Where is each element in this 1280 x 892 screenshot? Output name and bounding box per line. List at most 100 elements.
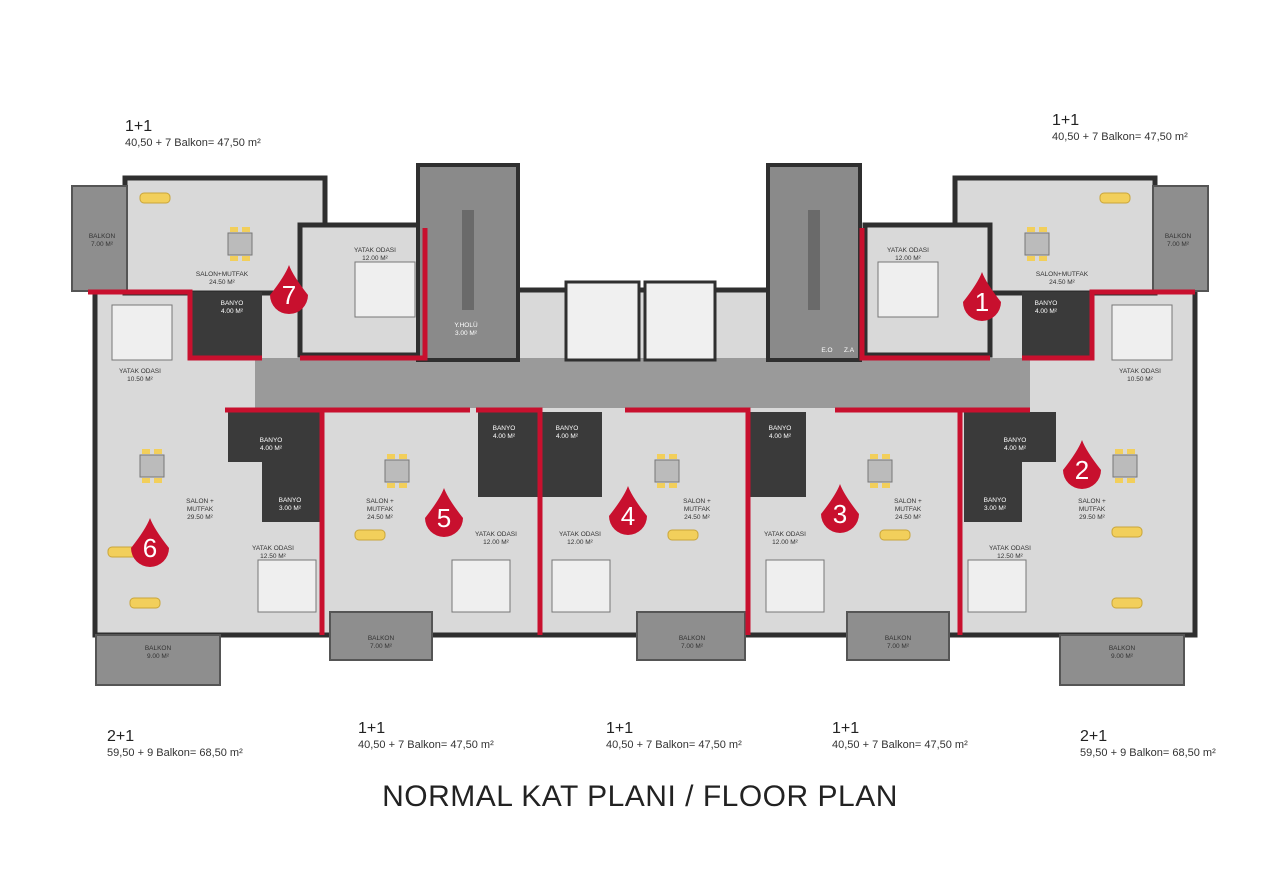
svg-text:10.50 M²: 10.50 M² [127,376,153,383]
svg-text:7.00 M²: 7.00 M² [1167,241,1190,248]
svg-text:4.00 M²: 4.00 M² [1004,445,1027,452]
svg-text:BALKON: BALKON [679,635,706,642]
unit-marker-number: 5 [437,503,451,533]
svg-text:YATAK ODASI: YATAK ODASI [252,545,294,552]
unit-marker-number: 4 [621,501,635,531]
svg-text:12.00 M²: 12.00 M² [895,255,921,262]
unit-dividers [88,228,1195,635]
stairwell-right [766,163,862,362]
page-title: NORMAL KAT PLANI / FLOOR PLAN [382,780,898,813]
unit-label-1: 1+1 40,50 + 7 Balkon= 47,50 m² [1052,112,1188,143]
unit-marker-7: 7 [270,265,308,315]
svg-text:MUTFAK: MUTFAK [684,506,711,513]
svg-text:9.00 M²: 9.00 M² [147,653,170,660]
balcony-unit-2 [1059,634,1185,686]
elevators [564,280,717,362]
unit-marker-number: 6 [143,533,157,563]
bathrooms [192,292,1092,522]
svg-text:BALKON: BALKON [1109,645,1136,652]
svg-text:YATAK ODASI: YATAK ODASI [475,531,517,538]
svg-text:BANYO: BANYO [556,425,579,432]
svg-text:BALKON: BALKON [1165,233,1192,240]
svg-text:YATAK ODASI: YATAK ODASI [989,545,1031,552]
svg-text:YATAK ODASI: YATAK ODASI [119,368,161,375]
svg-text:4.00 M²: 4.00 M² [1035,308,1058,315]
svg-text:MUTFAK: MUTFAK [367,506,394,513]
svg-text:3.00 M²: 3.00 M² [455,330,478,337]
svg-text:24.50 M²: 24.50 M² [895,514,921,521]
svg-text:4.00 M²: 4.00 M² [769,433,792,440]
svg-text:BANYO: BANYO [221,300,244,307]
svg-text:29.50 M²: 29.50 M² [187,514,213,521]
svg-text:7.00 M²: 7.00 M² [887,643,910,650]
unit-marker-3: 3 [821,484,859,533]
balcony-unit-7 [71,185,128,292]
svg-text:7.00 M²: 7.00 M² [370,643,393,650]
unit-marker-5: 5 [425,488,463,537]
svg-text:12.50 M²: 12.50 M² [260,553,286,560]
svg-text:SALON+MUTFAK: SALON+MUTFAK [196,271,249,278]
balcony-unit-6 [95,634,221,686]
svg-text:4.00 M²: 4.00 M² [493,433,516,440]
svg-text:MUTFAK: MUTFAK [187,506,214,513]
svg-text:10.50 M²: 10.50 M² [1127,376,1153,383]
svg-text:24.50 M²: 24.50 M² [367,514,393,521]
svg-text:YATAK ODASI: YATAK ODASI [1119,368,1161,375]
unit-label-4: 1+1 40,50 + 7 Balkon= 47,50 m² [606,720,742,751]
svg-text:BANYO: BANYO [260,437,283,444]
svg-text:9.00 M²: 9.00 M² [1111,653,1134,660]
unit-label-7: 1+1 40,50 + 7 Balkon= 47,50 m² [125,118,261,149]
svg-text:BANYO: BANYO [279,497,302,504]
svg-text:3.00 M²: 3.00 M² [279,505,302,512]
svg-text:SALON +: SALON + [1078,498,1106,505]
svg-text:BANYO: BANYO [1004,437,1027,444]
svg-text:SALON+MUTFAK: SALON+MUTFAK [1036,271,1089,278]
svg-text:12.00 M²: 12.00 M² [483,539,509,546]
svg-text:29.50 M²: 29.50 M² [1079,514,1105,521]
unit-marker-number: 3 [833,499,847,529]
svg-text:7.00 M²: 7.00 M² [91,241,114,248]
svg-text:12.00 M²: 12.00 M² [362,255,388,262]
svg-text:MUTFAK: MUTFAK [895,506,922,513]
svg-text:Z.A: Z.A [844,347,855,354]
room-label: BALKON [89,233,116,240]
svg-text:BANYO: BANYO [493,425,516,432]
svg-text:4.00 M²: 4.00 M² [556,433,579,440]
unit-label-3: 1+1 40,50 + 7 Balkon= 47,50 m² [832,720,968,751]
unit-markers: 1 2 3 4 5 6 7 [131,265,1101,567]
unit-marker-number: 1 [975,287,989,317]
unit-label-6: 2+1 59,50 + 9 Balkon= 68,50 m² [107,728,243,759]
room-labels: BALKON 7.00 M² SALON+MUTFAK 24.50 M² YAT… [89,233,1192,660]
svg-text:12.50 M²: 12.50 M² [997,553,1023,560]
svg-text:Y.HOLÜ: Y.HOLÜ [454,321,478,329]
svg-text:YATAK ODASI: YATAK ODASI [559,531,601,538]
unit-marker-1: 1 [963,272,1001,321]
balcony-unit-4 [636,611,746,661]
svg-text:24.50 M²: 24.50 M² [684,514,710,521]
corridor [255,358,1030,408]
svg-text:4.00 M²: 4.00 M² [260,445,283,452]
svg-text:4.00 M²: 4.00 M² [221,308,244,315]
svg-text:24.50 M²: 24.50 M² [209,279,235,286]
svg-text:SALON +: SALON + [683,498,711,505]
svg-text:7.00 M²: 7.00 M² [681,643,704,650]
svg-text:MUTFAK: MUTFAK [1079,506,1106,513]
svg-text:E.O: E.O [821,347,832,354]
svg-text:12.00 M²: 12.00 M² [567,539,593,546]
svg-text:BALKON: BALKON [885,635,912,642]
svg-text:YATAK ODASI: YATAK ODASI [354,247,396,254]
unit-label-2: 2+1 59,50 + 9 Balkon= 68,50 m² [1080,728,1216,759]
balconies [71,185,1209,686]
balcony-unit-5 [329,611,433,661]
svg-text:24.50 M²: 24.50 M² [1049,279,1075,286]
svg-text:BALKON: BALKON [368,635,395,642]
svg-text:YATAK ODASI: YATAK ODASI [764,531,806,538]
svg-text:3.00 M²: 3.00 M² [984,505,1007,512]
unit-marker-4: 4 [609,486,647,535]
svg-text:BALKON: BALKON [89,233,116,240]
unit-marker-number: 2 [1075,455,1089,485]
svg-text:SALON +: SALON + [366,498,394,505]
svg-text:YATAK ODASI: YATAK ODASI [887,247,929,254]
beds [111,261,1173,613]
